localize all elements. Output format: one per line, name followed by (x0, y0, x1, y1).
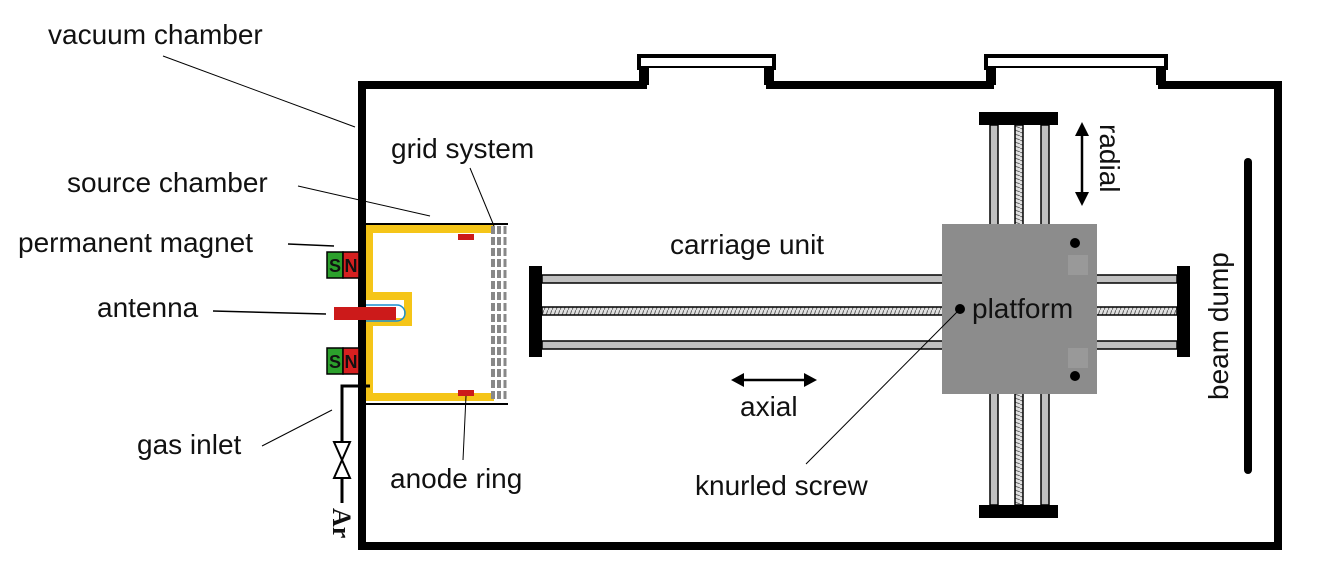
axial-arrow-icon (731, 373, 817, 387)
permanent-magnet-label: permanent magnet (18, 227, 253, 258)
svg-text:N: N (345, 352, 358, 372)
radial-arrow-icon (1075, 122, 1089, 206)
anode-ring-top (458, 234, 474, 240)
carriage-unit-label: carriage unit (670, 229, 824, 260)
beam-dump-label: beam dump (1203, 252, 1234, 400)
axial-label: axial (740, 391, 798, 422)
platform: platform (942, 224, 1097, 394)
antenna-label: antenna (97, 292, 199, 323)
carriage-unit (529, 266, 1190, 357)
radial-label: radial (1094, 124, 1125, 192)
svg-text:N: N (345, 256, 358, 276)
antenna (334, 304, 406, 322)
gas-inlet: Ar (327, 384, 370, 538)
top-port-1 (637, 54, 776, 70)
gas-label: Ar (327, 508, 356, 538)
knurled-screw-label: knurled screw (695, 470, 869, 501)
permanent-magnet-bottom: S N (326, 347, 360, 375)
vacuum-chamber (358, 54, 1282, 550)
anode-ring-bottom (458, 390, 474, 396)
source-chamber-label: source chamber (67, 167, 268, 198)
gas-inlet-label: gas inlet (137, 429, 242, 460)
permanent-magnet-top: S N (326, 251, 360, 279)
svg-text:S: S (329, 256, 341, 276)
svg-text:S: S (329, 352, 341, 372)
grid-system-label: grid system (391, 133, 534, 164)
anode-ring-label: anode ring (390, 463, 522, 494)
grid-system (491, 226, 507, 402)
top-port-2 (984, 54, 1168, 70)
platform-label: platform (972, 293, 1073, 324)
vacuum-chamber-label: vacuum chamber (48, 19, 263, 50)
